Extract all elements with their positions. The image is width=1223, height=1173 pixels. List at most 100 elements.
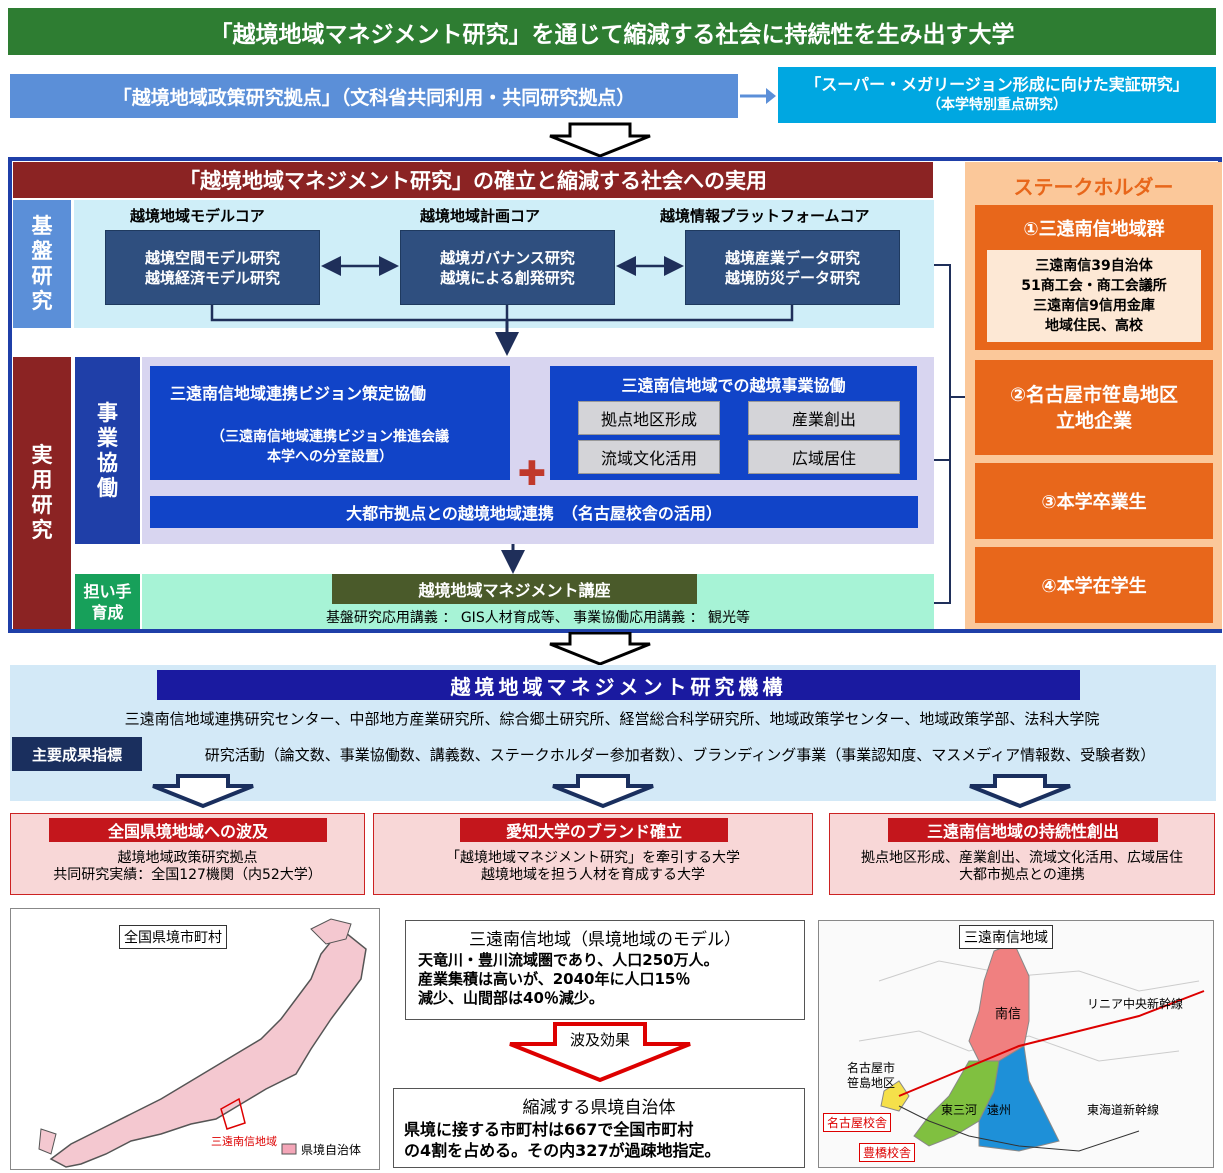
- japan-map-shape: [38, 918, 367, 1168]
- stakeholder-group-2: ②名古屋市笹島地区 立地企業: [975, 360, 1213, 455]
- shrinking-desc: 県境に接する市町村は667で全国市町村 の4割を占める。その内327が過疎地指定…: [404, 1119, 721, 1161]
- collab-item: 拠点地区形成: [578, 401, 720, 435]
- jigyo-side-label: 事 業 協 働: [75, 357, 140, 544]
- group1-title: ①三遠南信地域群: [1023, 219, 1165, 240]
- group2-line: 立地企業: [1055, 409, 1132, 432]
- region-info-desc: 天竜川・豊川流域圏であり、人口250万人。 産業集積は高いが、2040年に人口1…: [418, 951, 719, 1008]
- group2-line: ②名古屋市笹島地区: [1009, 383, 1179, 406]
- shrinking-line: の4割を占める。その内327が過疎地指定。: [404, 1141, 721, 1160]
- ninai-side-label: 担い手 育成: [75, 574, 140, 629]
- super-line1: 「スーパー・メガリージョン形成に向けた実証研究」: [805, 75, 1189, 94]
- core-box-plan: 越境ガバナンス研究 越境による創発研究: [400, 230, 615, 305]
- down-arrow-icon: [969, 774, 1071, 809]
- jigyo-char: 働: [97, 475, 118, 500]
- plus-icon: ✚: [517, 454, 547, 494]
- arrow-right-icon: [740, 88, 776, 104]
- core-box-model: 越境空間モデル研究 越境経済モデル研究: [105, 230, 320, 305]
- core-line: 越境による創発研究: [440, 268, 575, 287]
- collab-title: 三遠南信地域での越境事業協働: [621, 376, 846, 395]
- jigyo-char: 業: [97, 425, 118, 450]
- map-nagoya-line: 名古屋市: [847, 1061, 896, 1075]
- jitsuyo-char: 用: [31, 468, 53, 492]
- region-info-line: 産業集積は高いが、2040年に人口15％: [418, 970, 691, 988]
- jitsuyo-char: 究: [31, 518, 53, 542]
- down-arrow-icon: [552, 774, 654, 809]
- down-arrow-icon: [152, 774, 254, 809]
- outcome-title: 三遠南信地域の持続性創出: [888, 818, 1158, 842]
- kpi-text: 研究活動（論文数、事業協働数、講義数、ステークホルダー参加者数）、ブランディング…: [204, 745, 1156, 764]
- outcome-line: 「越境地域マネジメント研究」を牽引する大学: [446, 850, 740, 866]
- map-nanshin: 南信: [995, 1007, 1022, 1022]
- map-toyohashi-campus: 豊橋校舎: [859, 1143, 916, 1162]
- map-tokaido: 東海道新幹線: [1087, 1103, 1160, 1117]
- region-info-line: 減少、山間部は40％減少。: [418, 989, 604, 1007]
- collab-item: 産業創出: [748, 401, 900, 435]
- outcome-line: 越境地域を担う人材を育成する大学: [481, 867, 705, 883]
- collab-item: 広域居住: [748, 440, 900, 474]
- shrinking-line: 県境に接する市町村は667で全国市町村: [404, 1120, 694, 1139]
- outcome-text: 「越境地域マネジメント研究」を牽引する大学 越境地域を担う人材を育成する大学: [374, 850, 812, 884]
- jigyo-char: 協: [97, 450, 118, 475]
- outcome-card: 三遠南信地域の持続性創出 拠点地区形成、産業創出、流域文化活用、広域居住 大都市…: [829, 813, 1215, 895]
- kiban-char: 究: [31, 289, 53, 313]
- shrinking-box: 縮減する県境自治体 県境に接する市町村は667で全国市町村 の4割を占める。その…: [393, 1088, 805, 1168]
- down-arrow-icon: [549, 122, 651, 158]
- sanen-map-shape: [819, 921, 1213, 1167]
- kiban-side-label: 基 盤 研 究: [13, 200, 71, 328]
- down-arrow-icon: [549, 632, 651, 666]
- map-left-legend: 県境自治体: [301, 1143, 362, 1157]
- sanen-map: 三遠南信地域 南信 リニア中央新幹線 名古屋市 笹島地区 東三河 遠州 東海道新…: [818, 920, 1214, 1168]
- core-line: 越境産業データ研究: [724, 248, 860, 267]
- outcome-title: 愛知大学のブランド確立: [460, 818, 728, 842]
- map-higashimikawa: 東三河: [941, 1103, 978, 1117]
- stakeholder-group-4: ④本学在学生: [975, 547, 1213, 623]
- vision-box: 三遠南信地域連携ビジョン策定協働 （三遠南信地域連携ビジョン推進会議 本学への分…: [150, 366, 510, 480]
- core-line: 越境防災データ研究: [724, 268, 860, 287]
- jitsuyo-char: 実: [31, 443, 53, 467]
- jigyo-char: 事: [97, 400, 118, 425]
- kpi-label: 主要成果指標: [12, 737, 142, 771]
- vision-line2: 本学への分室設置）: [267, 449, 393, 465]
- map-left-highlight: 三遠南信地域: [211, 1135, 277, 1148]
- kiban-char: 研: [31, 264, 53, 288]
- core-label: 越境地域計画コア: [420, 207, 541, 225]
- outcome-card: 全国県境地域への波及 越境地域政策研究拠点 共同研究実績：全国127機関（内52…: [10, 813, 365, 895]
- ninai-line: 担い手: [83, 581, 132, 601]
- effect-label: 波及効果: [569, 1030, 630, 1049]
- stakeholder-group-3: ③本学卒業生: [975, 463, 1213, 539]
- map-right-label: 三遠南信地域: [959, 925, 1053, 949]
- outcome-line: 越境地域政策研究拠点: [117, 850, 258, 866]
- course-title: 越境地域マネジメント講座: [332, 574, 697, 604]
- region-info-box: 三遠南信地域（県境地域のモデル） 天竜川・豊川流域圏であり、人口250万人。 産…: [405, 920, 805, 1020]
- stakeholder-title: ステークホルダー: [1013, 174, 1174, 199]
- outcome-text: 拠点地区形成、産業創出、流域文化活用、広域居住 大都市拠点との連携: [830, 850, 1214, 884]
- outcome-line: 共同研究実績：全国127機関（内52大学）: [53, 867, 322, 883]
- research-hub-banner: 「越境地域政策研究拠点」（文科省共同利用・共同研究拠点）: [10, 74, 738, 118]
- core-label: 越境情報プラットフォームコア: [660, 207, 870, 225]
- organization-title: 越境地域マネジメント研究機構: [157, 670, 1080, 700]
- core-box-info: 越境産業データ研究 越境防災データ研究: [685, 230, 900, 305]
- outcome-line: 大都市拠点との連携: [959, 867, 1085, 883]
- effect-arrow-icon: [509, 1022, 691, 1082]
- core-line: 越境空間モデル研究: [144, 248, 280, 267]
- jitsuyo-char: 研: [31, 493, 53, 517]
- region-info-title: 三遠南信地域（県境地域のモデル）: [469, 930, 741, 950]
- group1-line: 51商工会・商工会議所: [1021, 278, 1167, 294]
- map-nagoya-campus: 名古屋校舎: [823, 1113, 892, 1132]
- super-line2: （本学特別重点研究）: [927, 97, 1067, 113]
- region-info-line: 天竜川・豊川流域圏であり、人口250万人。: [418, 951, 719, 969]
- vision-title: 三遠南信地域連携ビジョン策定協働: [170, 384, 427, 403]
- main-title: 「越境地域マネジメント研究」を通じて縮減する社会に持続性を生み出す大学: [8, 8, 1216, 55]
- map-linear: リニア中央新幹線: [1087, 997, 1184, 1011]
- section-title: 「越境地域マネジメント研究」の確立と縮減する社会への実用: [13, 162, 933, 198]
- japan-map: 全国県境市町村 三遠南信地域 県境自治体: [10, 908, 380, 1170]
- group1-list: 三遠南信39自治体 51商工会・商工会議所 三遠南信9信用金庫 地域住民、高校: [987, 250, 1201, 342]
- stakeholder-group-1: ①三遠南信地域群 三遠南信39自治体 51商工会・商工会議所 三遠南信9信用金庫…: [975, 205, 1213, 350]
- outcome-card: 愛知大学のブランド確立 「越境地域マネジメント研究」を牽引する大学 越境地域を担…: [373, 813, 813, 895]
- course-text: 基盤研究応用講義 ： GIS人材育成等、 事業協働応用講義 ： 観光等: [325, 610, 751, 626]
- core-line: 越境ガバナンス研究: [440, 248, 575, 267]
- collab-item: 流域文化活用: [578, 440, 720, 474]
- map-left-label: 全国県境市町村: [119, 925, 227, 949]
- core-label: 越境地域モデルコア: [130, 207, 265, 225]
- ninai-line: 育成: [91, 602, 124, 622]
